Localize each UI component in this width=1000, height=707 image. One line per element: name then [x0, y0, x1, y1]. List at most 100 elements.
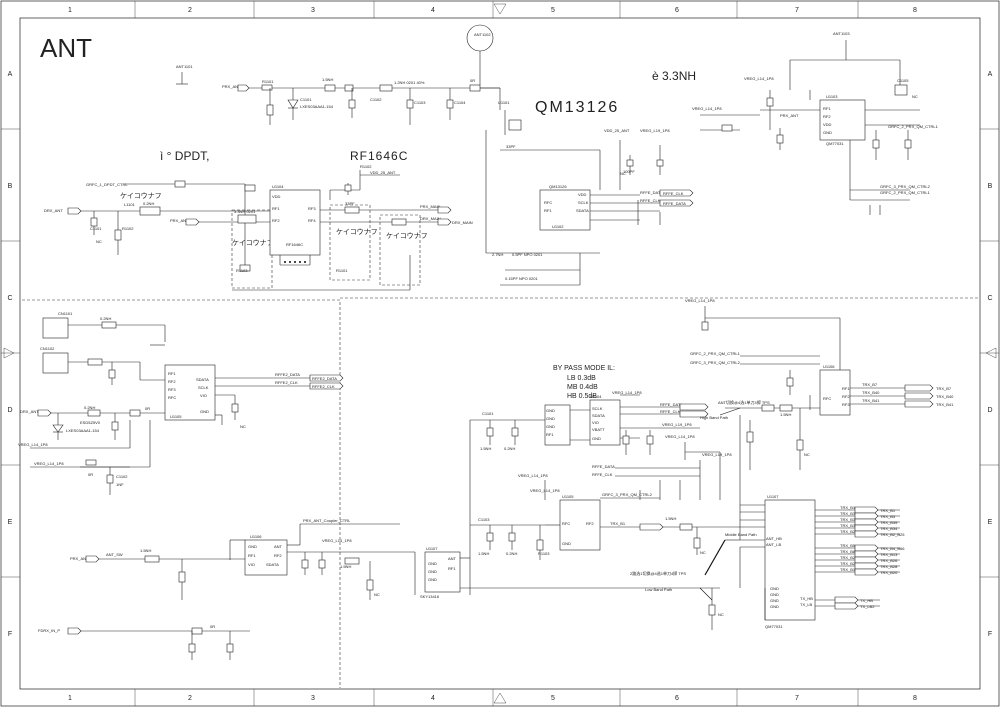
svg-text:1.5NH: 1.5NH — [340, 564, 351, 569]
svg-text:TRX_B28: TRX_B28 — [840, 561, 858, 566]
svg-text:RF2: RF2 — [272, 218, 280, 223]
svg-text:VIO: VIO — [200, 393, 207, 398]
row-label: E — [988, 519, 993, 526]
svg-text:TRX_B34: TRX_B34 — [880, 526, 898, 531]
row-label: D — [7, 407, 12, 414]
svg-text:RFC: RFC — [823, 396, 831, 401]
svg-text:ANT1103: ANT1103 — [833, 31, 850, 36]
svg-text:TRX_B1: TRX_B1 — [610, 521, 626, 526]
svg-text:U1102: U1102 — [552, 224, 564, 229]
svg-text:1NF: 1NF — [116, 482, 124, 487]
svg-text:RF2: RF2 — [823, 114, 831, 119]
middle-band-label: Middle Band Path — [725, 532, 757, 537]
svg-text:C1102: C1102 — [116, 474, 128, 479]
svg-text:RF2: RF2 — [842, 394, 850, 399]
svg-text:RF1: RF1 — [544, 208, 552, 213]
svg-text:VDD_25_ANT: VDD_25_ANT — [604, 128, 630, 133]
svg-text:VDD: VDD — [272, 194, 281, 199]
svg-text:NC: NC — [718, 612, 724, 617]
svg-text:GND: GND — [546, 424, 555, 429]
svg-text:GRFC_3_PRX_QM_CTRL2: GRFC_3_PRX_QM_CTRL2 — [880, 184, 931, 189]
svg-text:TRX_B40: TRX_B40 — [936, 394, 954, 399]
col-label: 2 — [188, 7, 192, 14]
svg-text:RF4: RF4 — [308, 218, 316, 223]
kana-label: ケイコウナフ — [336, 228, 378, 236]
col-label: 4 — [431, 7, 435, 14]
svg-text:0R: 0R — [470, 78, 475, 83]
svg-text:RFFE2_DATA: RFFE2_DATA — [312, 376, 337, 381]
svg-text:0.2NH: 0.2NH — [143, 201, 154, 206]
svg-text:ANT: ANT — [448, 556, 457, 561]
svg-text:GND: GND — [428, 577, 437, 582]
svg-text:GRFC_2_PRX_QM_CTRL1: GRFC_2_PRX_QM_CTRL1 — [888, 124, 939, 129]
svg-text:33PF: 33PF — [506, 144, 516, 149]
svg-text:RFC: RFC — [562, 521, 570, 526]
svg-text:RF2: RF2 — [168, 379, 176, 384]
connector-section: CN1101 0.2NH CN1102 U1105 RF1 RF2 RF3 RF… — [18, 311, 344, 495]
svg-text:1.5NH: 1.5NH — [780, 412, 791, 417]
row-label: C — [987, 295, 992, 302]
svg-text:TRX_B5: TRX_B5 — [840, 543, 856, 548]
svg-text:GRFC_3_PRX_QM_CTRL2: GRFC_3_PRX_QM_CTRL2 — [602, 492, 653, 497]
svg-text:0R: 0R — [145, 406, 150, 411]
svg-text:TRX_B28: TRX_B28 — [880, 564, 898, 569]
col-label: 3 — [311, 7, 315, 14]
two-way-switch-note: 2路选1切换@4选1单刀4掷 TPS — [630, 570, 686, 576]
svg-text:1.5NH: 1.5NH — [322, 77, 333, 82]
col-label: 6 — [675, 7, 679, 14]
svg-text:TRX_B1: TRX_B1 — [840, 505, 856, 510]
svg-text:TX_LB2: TX_LB2 — [860, 604, 875, 609]
svg-text:1.5NH: 1.5NH — [480, 446, 491, 451]
svg-text:0.2NH: 0.2NH — [100, 316, 111, 321]
svg-text:VREG_L14_1P8: VREG_L14_1P8 — [744, 76, 774, 81]
svg-text:VREG_L14_1P8: VREG_L14_1P8 — [665, 434, 695, 439]
svg-text:RF1: RF1 — [823, 106, 831, 111]
svg-text:FDRX_IN_P: FDRX_IN_P — [38, 628, 60, 633]
svg-text:TRX_B1: TRX_B1 — [880, 508, 896, 513]
svg-text:0R: 0R — [88, 472, 93, 477]
col-label: 1 — [68, 7, 72, 14]
svg-text:PRX_ANT_Coupler_CTRL: PRX_ANT_Coupler_CTRL — [303, 518, 351, 523]
dpdt-heading: ì ° DPDT, — [160, 149, 209, 163]
svg-text:RFC: RFC — [544, 200, 552, 205]
svg-text:GRFC_3_PRX_QM_CTRL2: GRFC_3_PRX_QM_CTRL2 — [690, 360, 741, 365]
svg-text:1.5NH: 1.5NH — [478, 551, 489, 556]
svg-text:QM77031: QM77031 — [826, 141, 844, 146]
svg-text:LXES03AAA1-154: LXES03AAA1-154 — [66, 428, 100, 433]
svg-text:RF1646C: RF1646C — [286, 242, 303, 247]
col-label: 2 — [188, 695, 192, 702]
svg-text:R1101: R1101 — [336, 268, 348, 273]
svg-text:CN1102: CN1102 — [40, 346, 55, 351]
svg-text:R1103: R1103 — [236, 268, 248, 273]
svg-text:NC: NC — [96, 239, 102, 244]
svg-text:VREG_L19_1P8: VREG_L19_1P8 — [640, 128, 670, 133]
svg-text:U1106: U1106 — [823, 364, 835, 369]
svg-text:PRX_ANT: PRX_ANT — [170, 218, 189, 223]
svg-text:VBATT: VBATT — [592, 427, 605, 432]
col-label: 8 — [913, 695, 917, 702]
svg-text:GND: GND — [823, 130, 832, 135]
svg-text:RF2: RF2 — [586, 521, 594, 526]
svg-text:L1101: L1101 — [124, 202, 136, 207]
svg-text:RFFE_DATA: RFFE_DATA — [660, 402, 683, 407]
bypass-hb: HB 0.5dB — [567, 393, 597, 400]
row-label: C — [7, 295, 12, 302]
svg-text:TX_HB: TX_HB — [860, 598, 873, 603]
svg-text:ANT_LB: ANT_LB — [766, 542, 781, 547]
svg-text:TRX_B4_B66: TRX_B4_B66 — [880, 546, 905, 551]
sheet-title: ANT — [40, 33, 92, 63]
svg-text:DRX_MAIN: DRX_MAIN — [420, 216, 441, 221]
svg-text:RF2: RF2 — [274, 553, 282, 558]
svg-text:TRX_B7: TRX_B7 — [936, 386, 952, 391]
svg-text:QM13126: QM13126 — [549, 184, 567, 189]
col-label: 3 — [311, 695, 315, 702]
col-label: 7 — [795, 7, 799, 14]
high-band-label: High Band Path — [700, 415, 728, 420]
svg-text:RFFE2_CLK: RFFE2_CLK — [275, 380, 298, 385]
bypass-title: BY PASS MODE IL: — [553, 365, 615, 372]
svg-text:0.2NH: 0.2NH — [506, 551, 517, 556]
svg-text:GND: GND — [546, 416, 555, 421]
svg-text:RFFE_CLK: RFFE_CLK — [640, 198, 661, 203]
svg-text:1.5NH: 1.5NH — [665, 516, 676, 521]
